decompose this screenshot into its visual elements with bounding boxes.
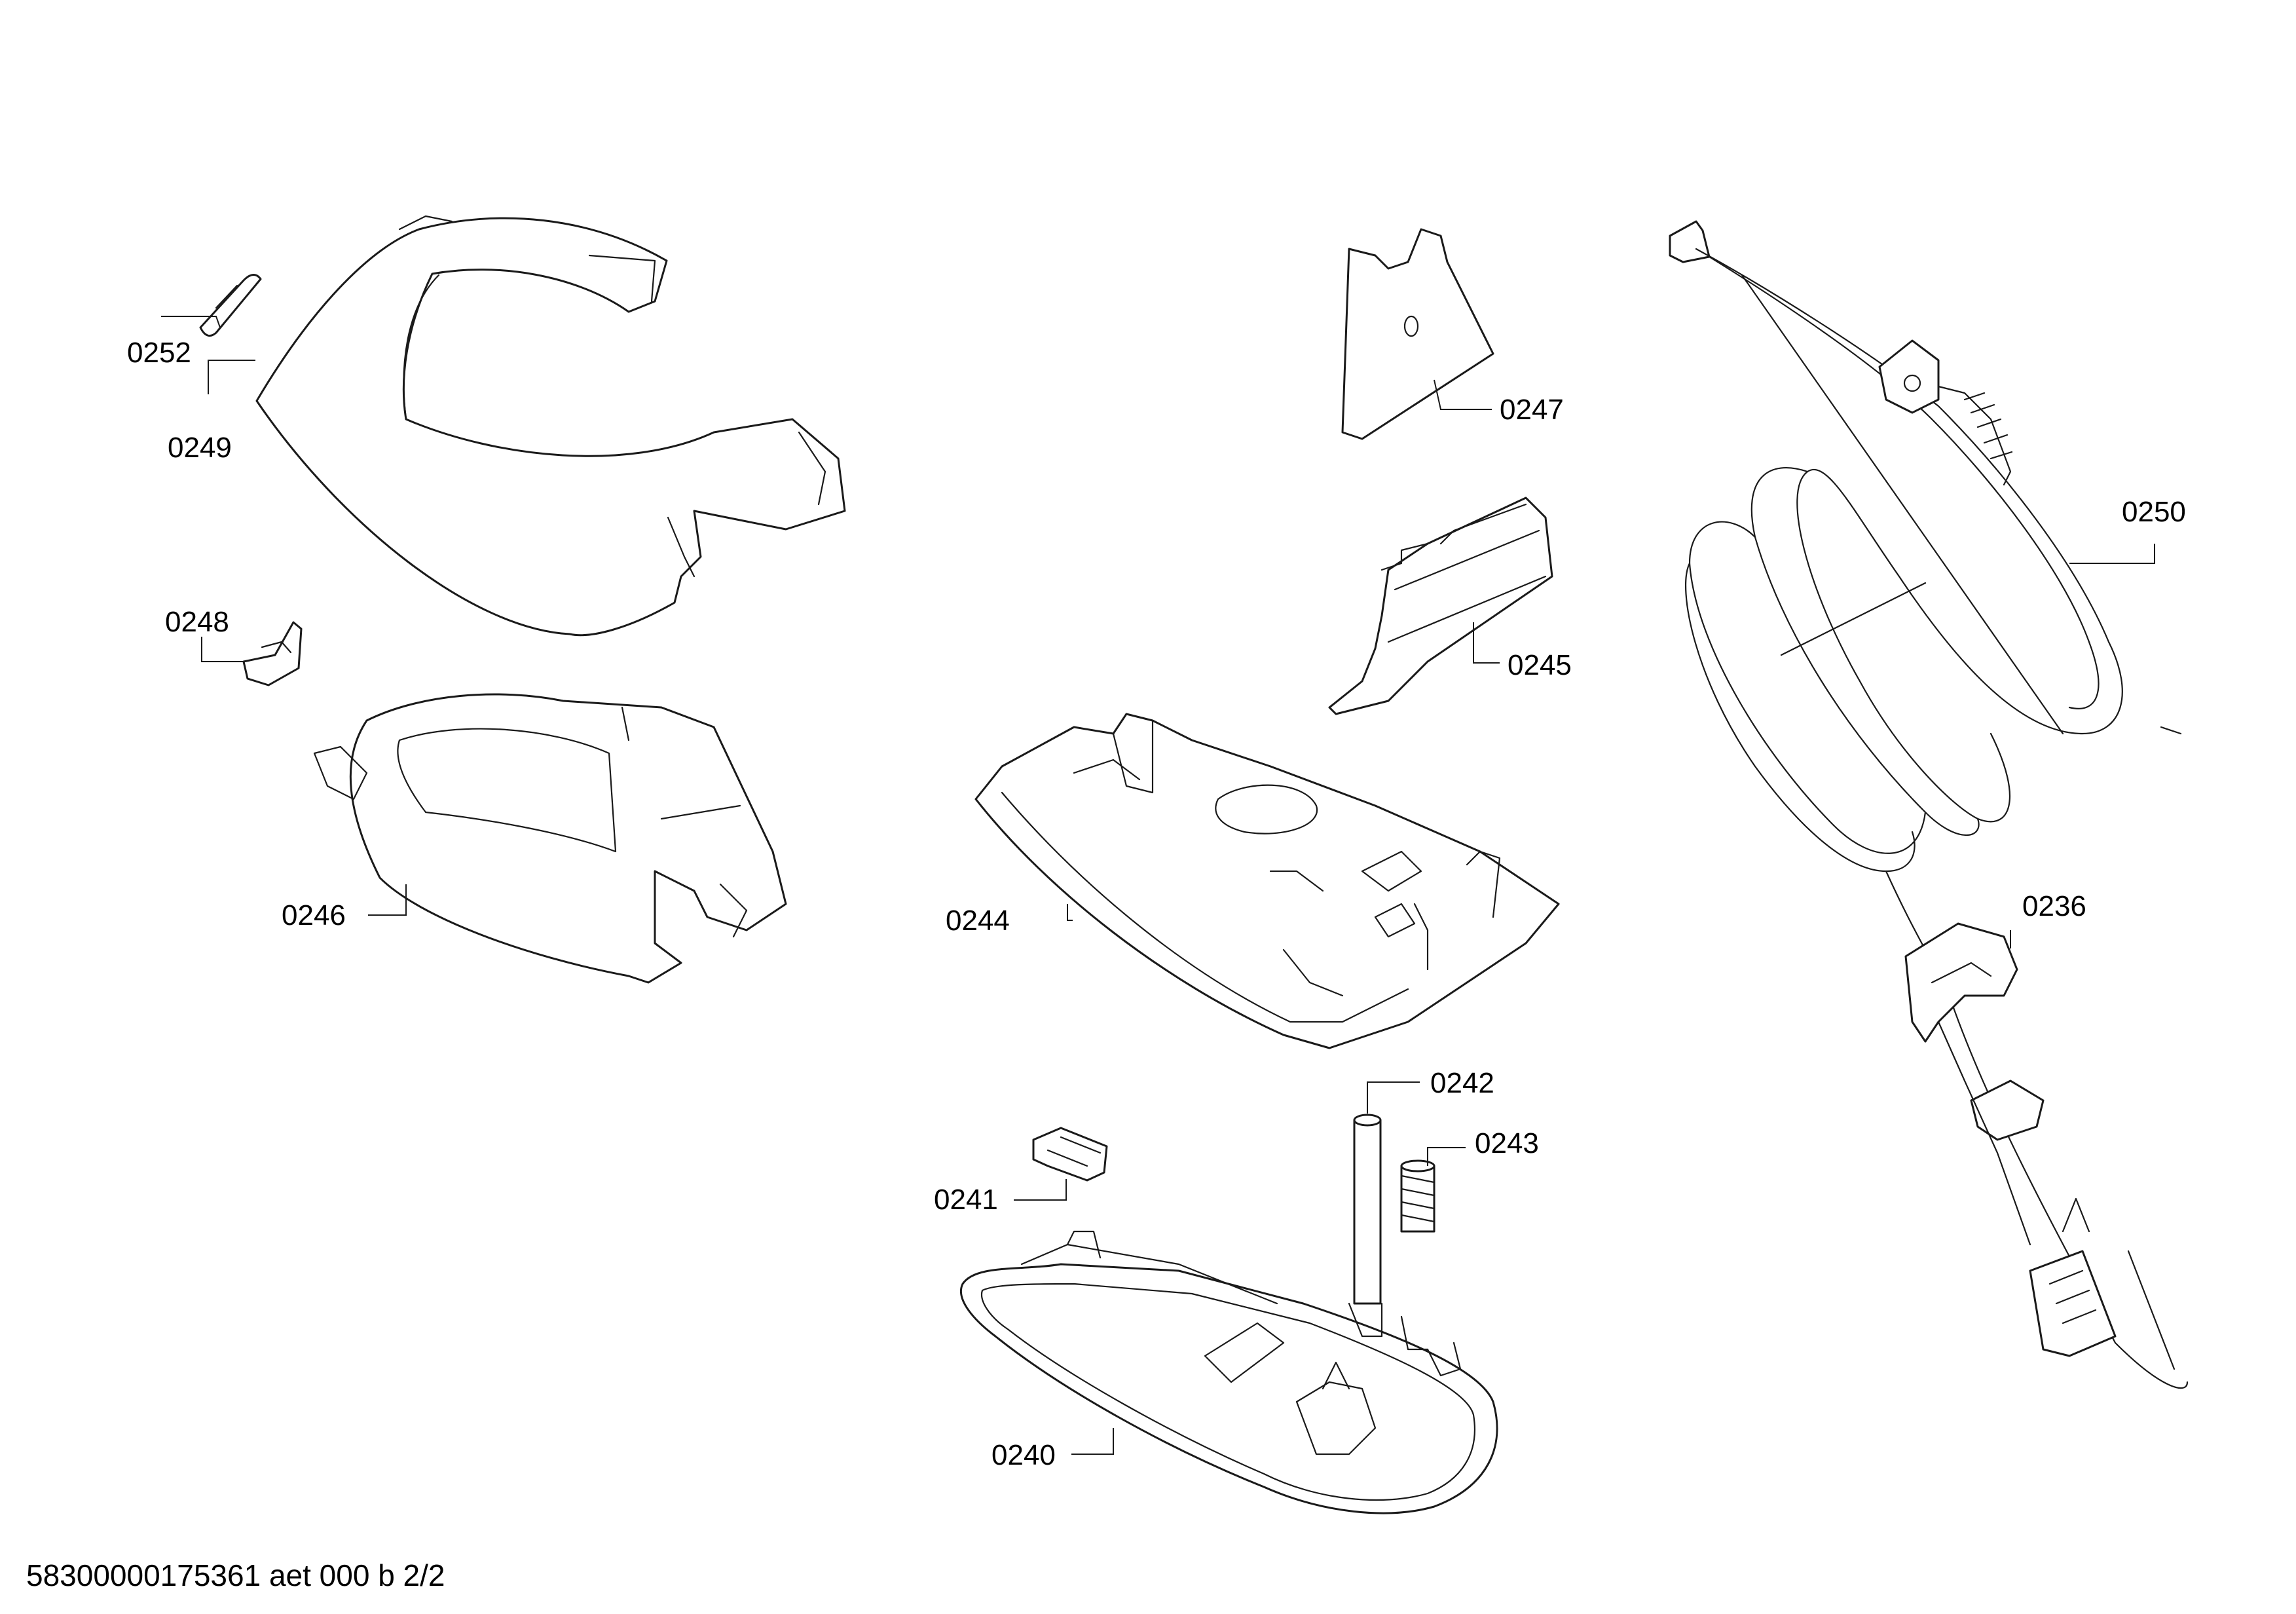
part-0240-soleplate [959, 1230, 1498, 1514]
callout-0250: 0250 [2122, 496, 2186, 528]
callout-0247: 0247 [1500, 394, 1564, 426]
callout-0245: 0245 [1508, 649, 1572, 681]
part-0252-clip [199, 274, 262, 337]
callout-0243: 0243 [1475, 1127, 1539, 1159]
part-0236-strain-relief [1904, 922, 2117, 1357]
callout-0252: 0252 [127, 337, 191, 369]
callout-0240: 0240 [991, 1439, 1056, 1471]
part-0242-rod [1353, 1114, 1382, 1305]
part-0246-handle-frame [313, 693, 787, 984]
callout-0249: 0249 [168, 432, 232, 464]
document-id-footer: 58300000175361 aet 000 b 2/2 [26, 1558, 445, 1592]
part-0248-bracket [242, 621, 303, 686]
callout-0241: 0241 [934, 1184, 998, 1216]
part-0250-power-cord [1669, 220, 2189, 1389]
part-0247-plate [1341, 228, 1494, 440]
part-0243-spring [1400, 1159, 1435, 1233]
part-0244-housing [974, 713, 1560, 1049]
callout-0242: 0242 [1430, 1067, 1494, 1099]
callout-0236: 0236 [2022, 890, 2086, 922]
part-0245-bracket-cover [1328, 497, 1553, 715]
part-0241-switch [1032, 1127, 1108, 1182]
part-0249-handle-cover [255, 215, 846, 637]
callout-leaders [161, 316, 2155, 1455]
callout-0248: 0248 [165, 606, 229, 638]
callout-0244: 0244 [946, 905, 1010, 937]
callout-0246: 0246 [282, 899, 346, 931]
